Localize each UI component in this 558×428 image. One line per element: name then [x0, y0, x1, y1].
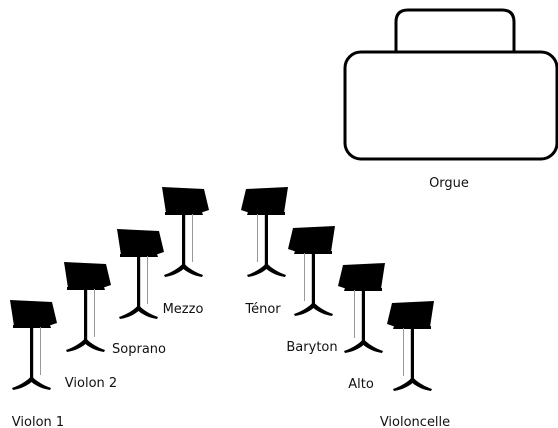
stand-label-violon-1: Violon 1 — [12, 415, 64, 428]
stand-label-violon-2: Violon 2 — [65, 376, 117, 391]
stand-label-alto: Alto — [348, 377, 374, 392]
stand-alto: Alto — [338, 263, 385, 392]
stand-baryton: Baryton — [286, 226, 338, 355]
stand-mezzo: Mezzo — [162, 187, 209, 317]
music-stand-icon — [10, 300, 57, 390]
stand-label-baryton: Baryton — [286, 340, 337, 355]
stand-label-violoncelle: Violoncelle — [380, 415, 450, 428]
stand-label-mezzo: Mezzo — [163, 302, 204, 317]
stand-violon-1: Violon 1 — [10, 300, 64, 428]
music-stand-icon — [117, 229, 164, 319]
stand-soprano: Soprano — [112, 229, 166, 357]
music-stand-icon — [64, 262, 111, 352]
stand-label-tenor: Ténor — [244, 302, 281, 317]
music-stand-icon — [338, 263, 385, 353]
music-stand-icon — [387, 301, 434, 391]
stand-tenor: Ténor — [241, 187, 288, 317]
music-stand-icon — [162, 187, 209, 277]
stand-violoncelle: Violoncelle — [380, 301, 450, 428]
music-stand-icon — [288, 226, 335, 316]
stand-label-soprano: Soprano — [112, 342, 166, 357]
organ-icon — [343, 8, 558, 161]
stand-violon-2: Violon 2 — [64, 262, 117, 391]
music-stand-icon — [241, 187, 288, 277]
organ-label: Orgue — [429, 176, 469, 191]
